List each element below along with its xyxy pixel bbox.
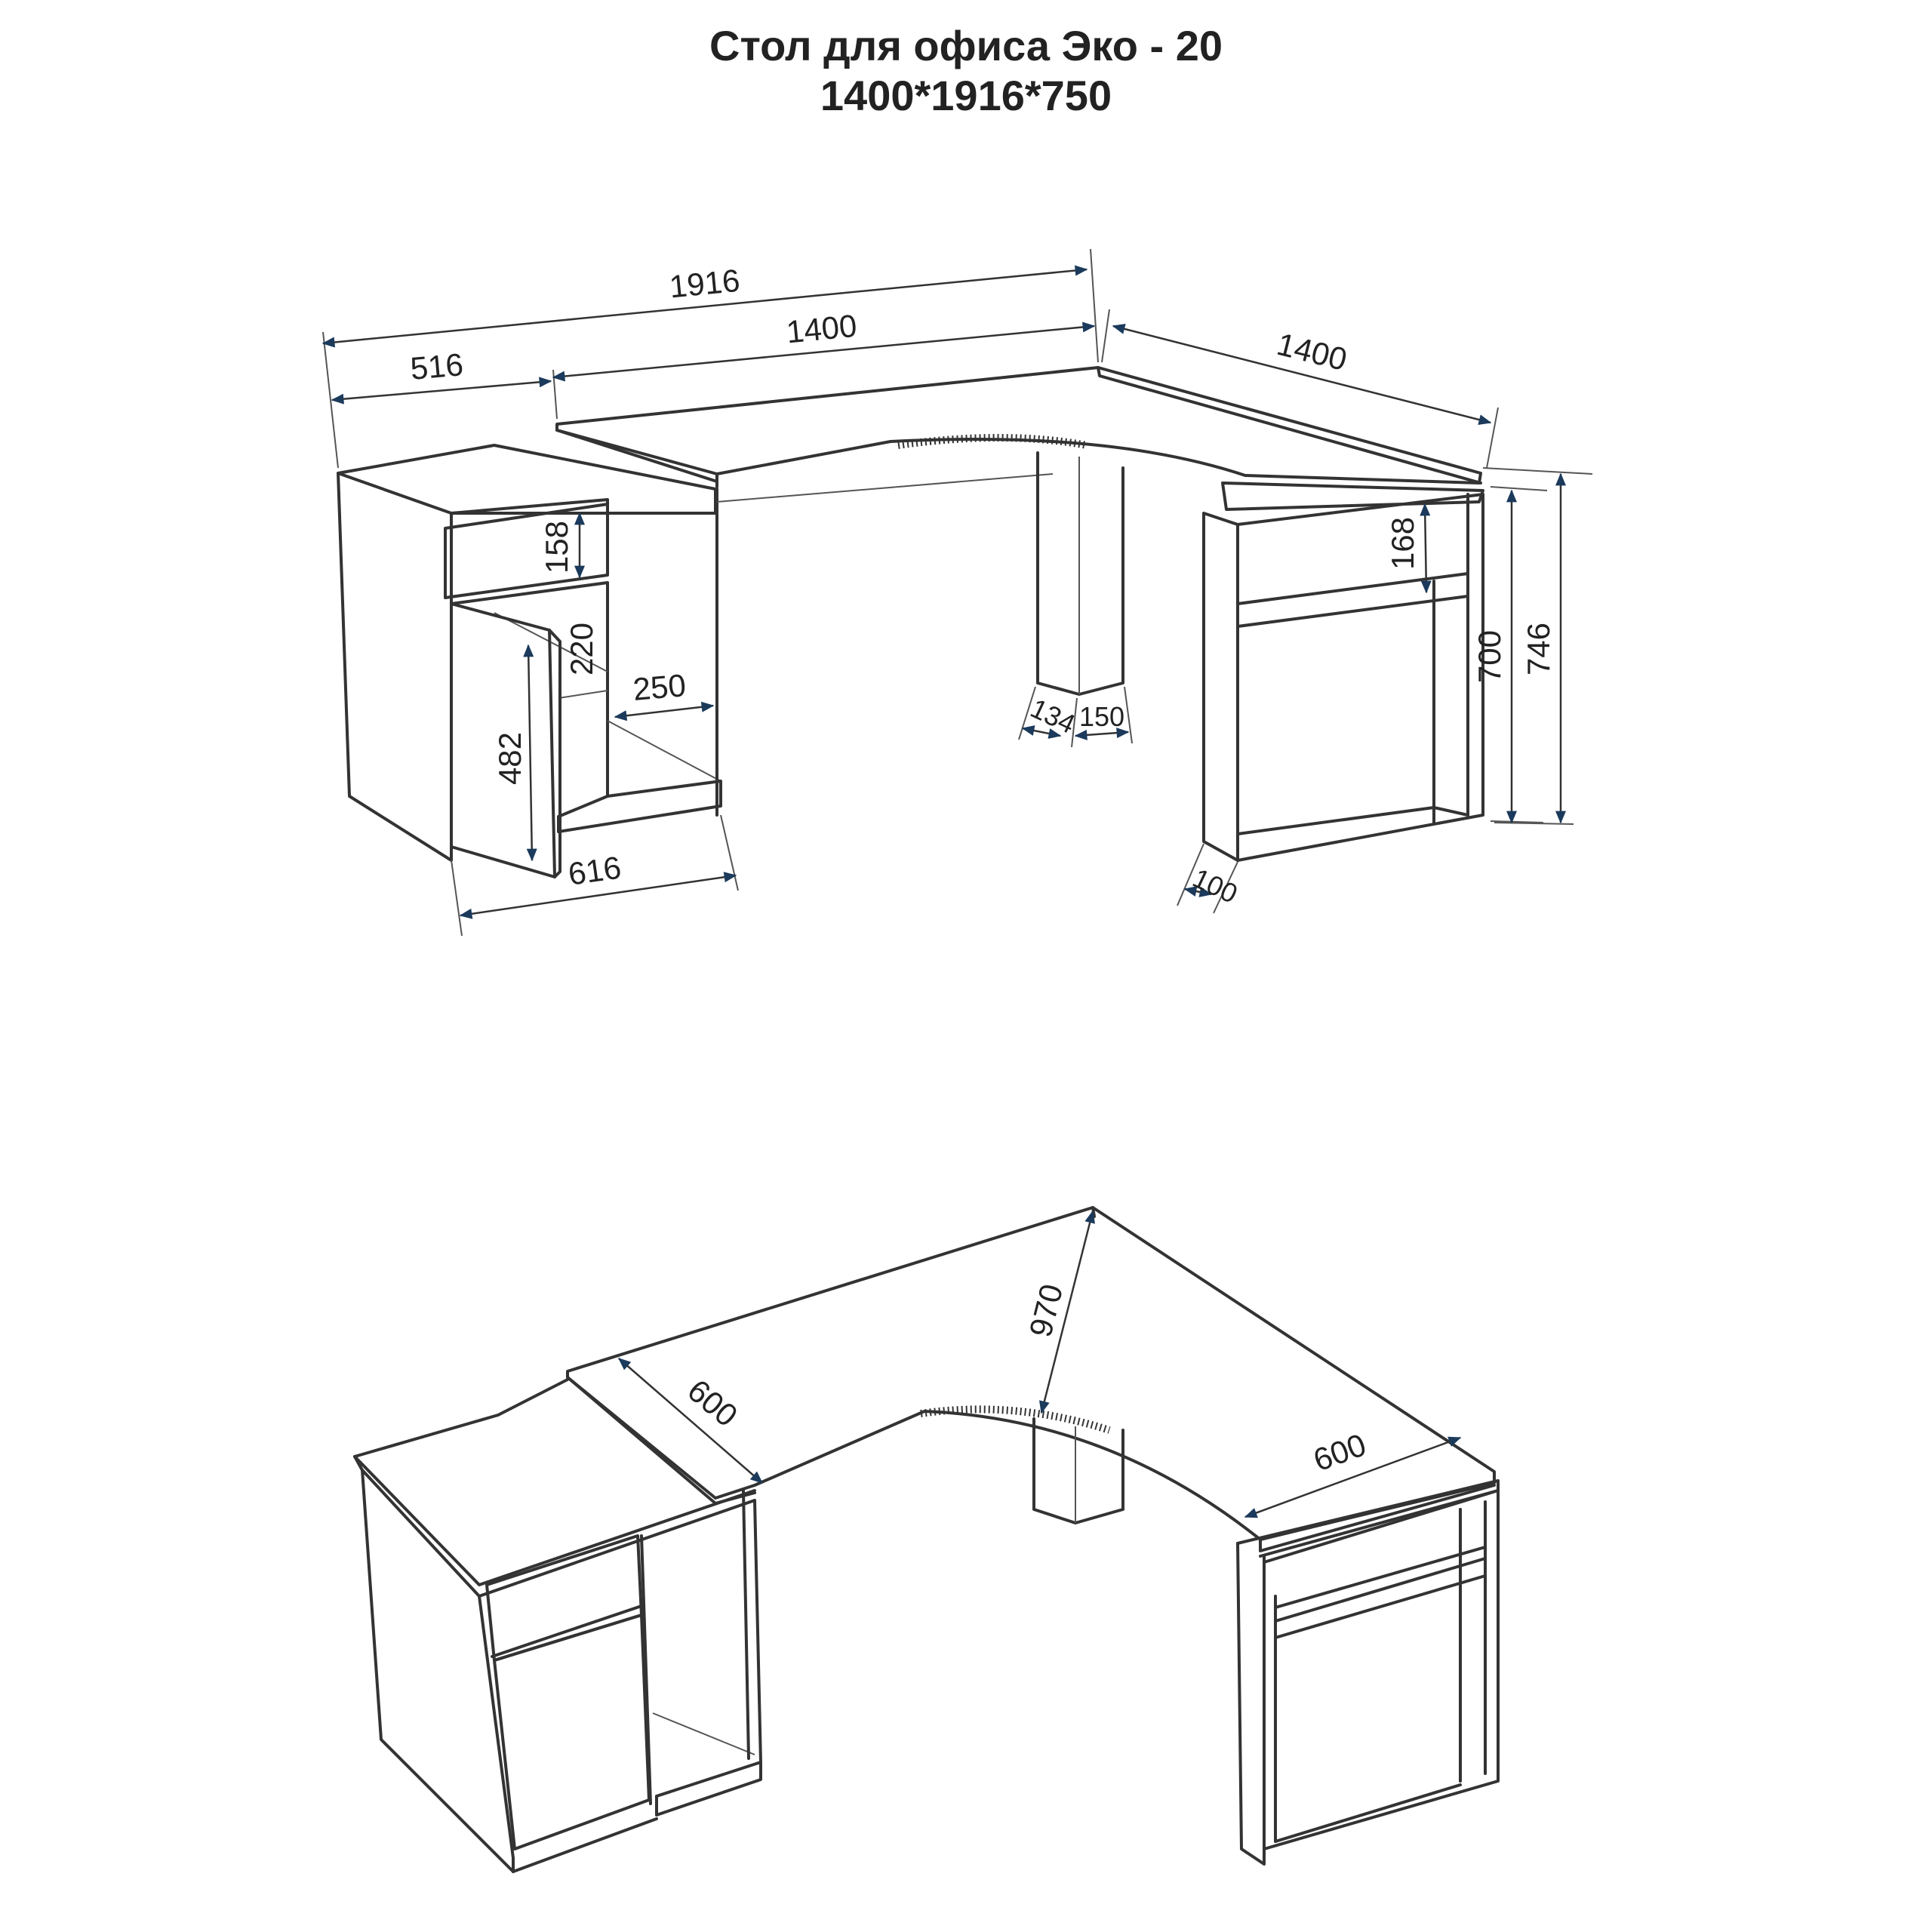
dim-frame-depth: 100: [1177, 843, 1242, 914]
dim-diagonal: 970: [1023, 1210, 1095, 1414]
dim-drawer-height: 158: [539, 512, 585, 579]
label-482: 482: [492, 732, 528, 785]
left-cabinet: [337, 444, 722, 878]
desk-top-view: 1916 1400 516 1400 158 220: [321, 248, 1593, 937]
dim-shelf-gap: 220: [564, 623, 599, 675]
label-168: 168: [1385, 517, 1420, 570]
label-700: 700: [1472, 630, 1507, 683]
tabletop: [555, 366, 1482, 503]
label-746: 746: [1521, 623, 1556, 675]
label-250: 250: [632, 667, 688, 707]
drawing-title: Стол для офиса Эко - 20 1400*1916*750: [0, 21, 1932, 121]
corner-leg: [1036, 451, 1124, 696]
label-1400-top: 1400: [785, 308, 859, 350]
label-616: 616: [566, 849, 623, 891]
label-1916: 1916: [668, 263, 742, 305]
dim-total-width: 1916: [321, 248, 1099, 469]
label-158: 158: [539, 521, 574, 574]
right-frame-support-bottom: [1236, 1479, 1500, 1866]
title-product-name: Стол для офиса Эко - 20: [709, 22, 1223, 69]
dim-right-wing: 1400: [1101, 309, 1499, 469]
dim-top-width: 1400: [552, 308, 1096, 420]
corner-leg-bottom: [1032, 1417, 1124, 1524]
dim-door-height: 482: [492, 644, 537, 862]
dim-right-drawer: 168: [1385, 503, 1432, 594]
label-220: 220: [564, 623, 599, 675]
dim-leg: 134 150: [1018, 686, 1133, 748]
label-600-right: 600: [1309, 1426, 1371, 1478]
dim-niche-width: 250: [614, 667, 715, 721]
desk-bottom-view: 600 970 600: [353, 1206, 1500, 1873]
dim-left-depth: 600: [617, 1358, 764, 1484]
left-cabinet-bottom: [353, 1378, 762, 1873]
label-134: 134: [1026, 692, 1080, 740]
label-516: 516: [409, 346, 465, 386]
dim-cabinet-width: 516: [331, 346, 552, 405]
label-150: 150: [1079, 701, 1124, 732]
label-600-left: 600: [681, 1372, 744, 1433]
right-frame-support: [1202, 481, 1484, 862]
dim-heights: 700 746: [1472, 467, 1593, 825]
dim-cabinet-depth: 616: [451, 814, 739, 937]
title-overall-dimensions: 1400*1916*750: [820, 72, 1112, 119]
